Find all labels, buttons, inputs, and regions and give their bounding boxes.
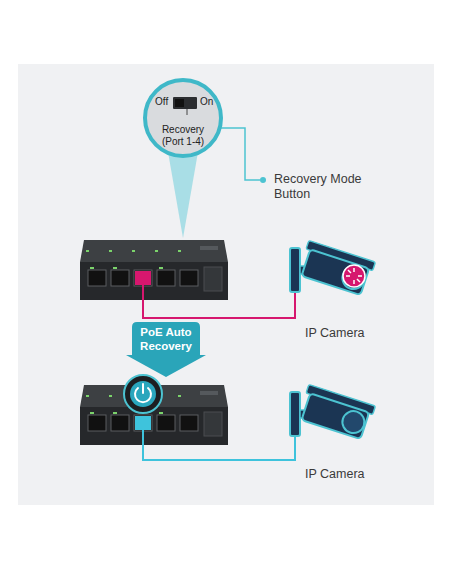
- switch-label: Off: [155, 96, 168, 108]
- callout-circle: Off OnRecovery (Port 1-4): [143, 78, 223, 158]
- device-label: IP Camera: [305, 326, 385, 341]
- arrow-shape: PoE Auto Recovery: [126, 322, 206, 377]
- device-label: IP Camera: [305, 467, 385, 482]
- button-label: Recovery (Port 1-4): [153, 124, 213, 148]
- switch-label: On: [200, 96, 213, 108]
- arrow-label: PoE Auto Recovery: [132, 322, 200, 353]
- callout-label: Recovery Mode Button: [274, 172, 384, 202]
